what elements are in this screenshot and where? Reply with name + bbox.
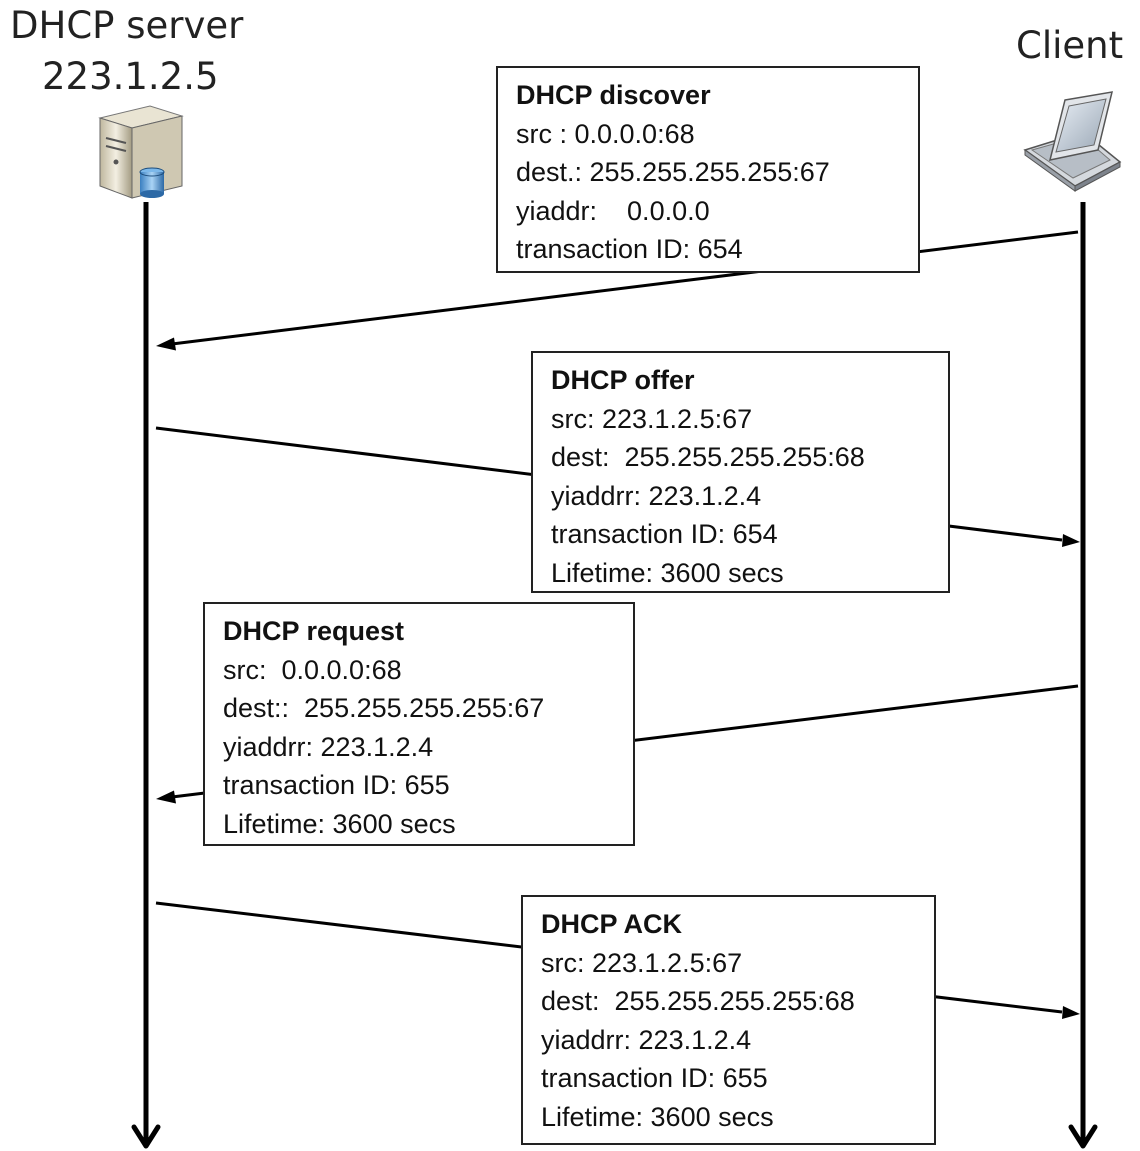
- message-field-transaction-id: transaction ID: 655: [223, 770, 450, 801]
- message-field-yiaddr: yiaddr: 0.0.0.0: [516, 195, 710, 226]
- message-field-src: src: 223.1.2.5:67: [541, 947, 743, 978]
- message-field-lifetime: Lifetime: 3600 secs: [541, 1101, 774, 1132]
- server-lifeline-arrowhead: [131, 1124, 161, 1149]
- ack-arrowhead: [1062, 1006, 1080, 1019]
- dhcp-ack-box: DHCP ACK src: 223.1.2.5:67 dest: 255.255…: [521, 895, 936, 1145]
- message-field-yiaddr: yiaddrr: 223.1.2.4: [551, 480, 762, 511]
- dhcp-offer-box: DHCP offer src: 223.1.2.5:67 dest: 255.2…: [531, 351, 950, 593]
- message-field-lifetime: Lifetime: 3600 secs: [223, 808, 456, 839]
- message-field-src: src: 0.0.0.0:68: [223, 654, 402, 685]
- client-lifeline-arrowhead: [1068, 1124, 1098, 1149]
- message-field-transaction-id: transaction ID: 654: [551, 519, 778, 550]
- discover-arrow: [171, 230, 1079, 346]
- message-title: DHCP offer: [551, 365, 695, 395]
- message-title: DHCP ACK: [541, 909, 683, 939]
- request-arrowhead: [156, 790, 176, 804]
- message-title: DHCP request: [223, 616, 405, 646]
- message-field-dest: dest: 255.255.255.255:68: [551, 442, 865, 473]
- client-name-label: Client: [1016, 24, 1124, 67]
- message-field-dest: dest.: 255.255.255.255:67: [516, 157, 830, 188]
- message-field-yiaddr: yiaddrr: 223.1.2.4: [223, 731, 434, 762]
- message-field-transaction-id: transaction ID: 655: [541, 1063, 768, 1094]
- server-icon: [98, 105, 184, 199]
- server-name-label: DHCP server: [10, 4, 244, 47]
- message-field-dest: dest: 255.255.255.255:68: [541, 986, 855, 1017]
- laptop-icon: [1023, 91, 1122, 192]
- message-field-lifetime: Lifetime: 3600 secs: [551, 557, 784, 588]
- message-title: DHCP discover: [516, 80, 711, 110]
- message-field-src: src : 0.0.0.0:68: [516, 118, 695, 149]
- dhcp-discover-box: DHCP discover src : 0.0.0.0:68 dest.: 25…: [496, 66, 920, 273]
- message-field-src: src: 223.1.2.5:67: [551, 403, 753, 434]
- dhcp-request-box: DHCP request src: 0.0.0.0:68 dest:: 255.…: [203, 602, 635, 846]
- message-field-dest: dest:: 255.255.255.255:67: [223, 693, 545, 724]
- message-field-yiaddr: yiaddrr: 223.1.2.4: [541, 1024, 752, 1055]
- discover-arrowhead: [156, 337, 176, 351]
- message-field-transaction-id: transaction ID: 654: [516, 234, 743, 265]
- server-ip-label: 223.1.2.5: [42, 55, 219, 98]
- offer-arrowhead: [1062, 534, 1080, 547]
